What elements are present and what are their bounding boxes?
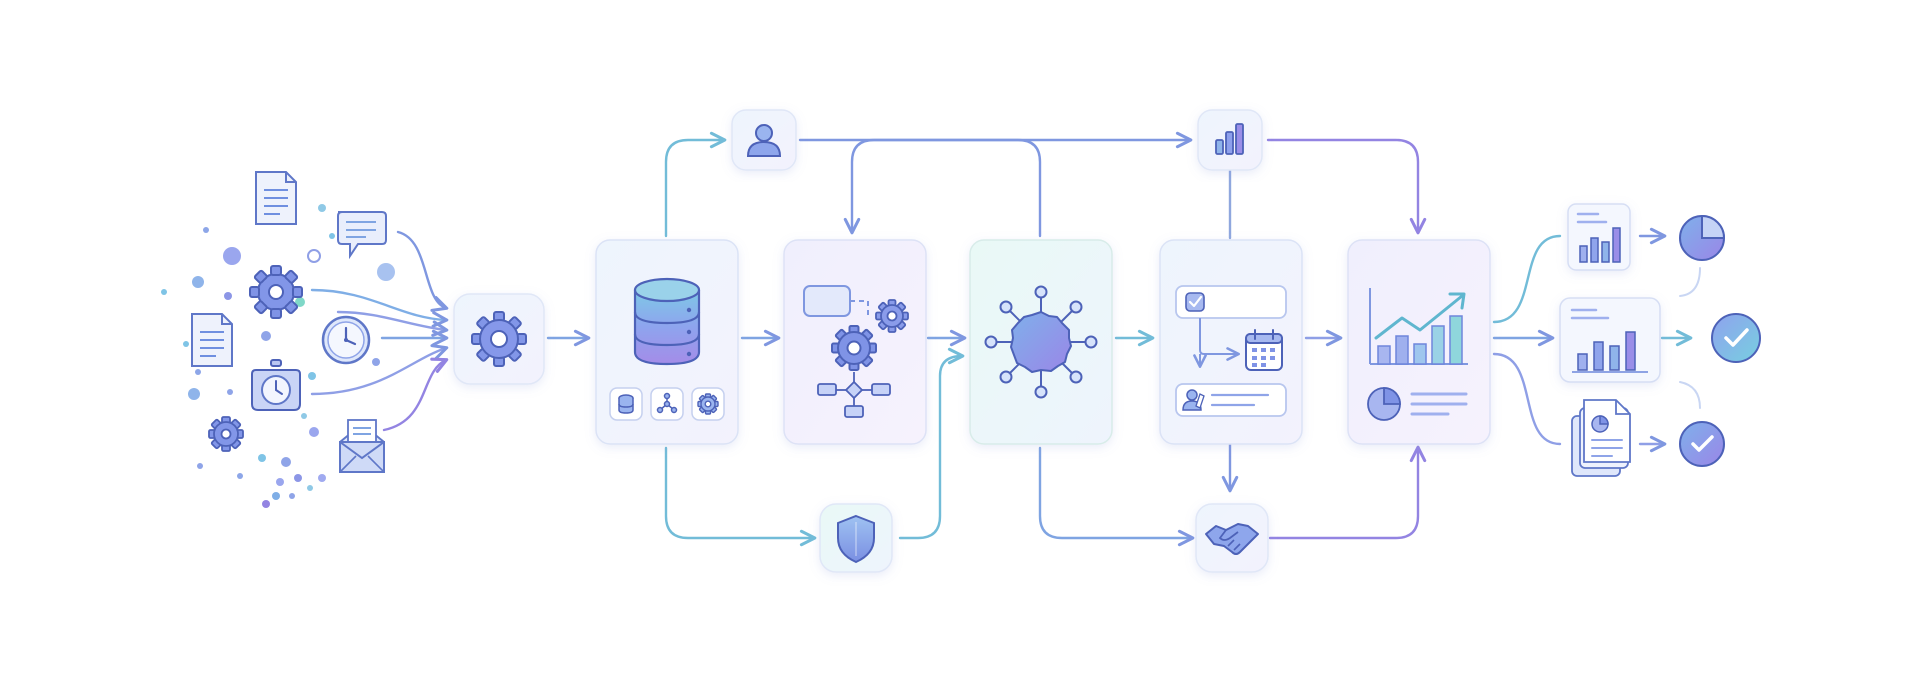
bar-report-icon [1559, 297, 1661, 383]
calendar-icon [1245, 329, 1283, 371]
check-circle-icon [1711, 313, 1761, 363]
connector-line [664, 131, 727, 238]
bar-report-icon [1567, 203, 1631, 271]
bar-chart-icon [1215, 123, 1244, 155]
hub-icon [984, 285, 1098, 399]
task-scheduling-card [1159, 239, 1303, 445]
gear-icon [875, 299, 909, 333]
gear-icon [831, 325, 877, 371]
connector-line [898, 347, 965, 540]
connector-line [396, 230, 449, 312]
check-circle-icon [1679, 421, 1725, 467]
central-hub-card [969, 239, 1113, 445]
pie-chart-icon [1679, 214, 1726, 261]
handshake-node [1195, 503, 1269, 573]
checkbox-icon [1188, 295, 1203, 308]
connector-line [1679, 267, 1701, 297]
user-icon [746, 124, 782, 157]
bar-chart-node [1197, 109, 1263, 171]
connectors [310, 131, 1701, 547]
connector-line [664, 446, 817, 547]
document-stack-icon [1571, 399, 1631, 477]
pie-chart-icon [1367, 387, 1401, 421]
workflow-automation-card [783, 239, 927, 445]
connector-line [310, 344, 449, 396]
gear-icon [697, 393, 719, 415]
gear-icon [208, 416, 244, 452]
shield-icon [837, 514, 875, 564]
handshake-icon [1205, 523, 1259, 555]
document-icon [191, 313, 233, 367]
clock-icon [321, 315, 371, 365]
network-icon [656, 392, 678, 414]
connector-line [336, 310, 449, 337]
connector-line [843, 138, 1042, 238]
connector-line [1266, 138, 1427, 235]
connector-line [1038, 446, 1195, 547]
trend-chart-icon [1369, 288, 1468, 365]
scatter-dots [161, 204, 395, 508]
connector-line [1679, 381, 1701, 409]
intake-node [453, 293, 545, 385]
gear-icon [249, 265, 303, 319]
database-icon [633, 277, 701, 366]
shield-node [819, 503, 893, 573]
input-sources [191, 171, 387, 473]
connector-line [1268, 445, 1427, 540]
flowchart-icon [817, 372, 891, 418]
chat-bubble-icon [337, 211, 387, 260]
connector-line [310, 288, 449, 328]
stopwatch-icon [251, 359, 301, 411]
data-storage-card [595, 239, 739, 445]
connector-line [1492, 234, 1562, 324]
user-approval-icon [1182, 389, 1205, 411]
document-icon [255, 171, 297, 225]
email-icon [339, 419, 385, 473]
analytics-report-card [1347, 239, 1491, 445]
user-node [731, 109, 797, 171]
database-icon [618, 394, 634, 414]
connector-line [1492, 352, 1562, 446]
card-toolbar [609, 387, 725, 421]
outputs [1559, 203, 1761, 477]
connector-line [382, 357, 449, 432]
gear-icon [471, 311, 527, 367]
